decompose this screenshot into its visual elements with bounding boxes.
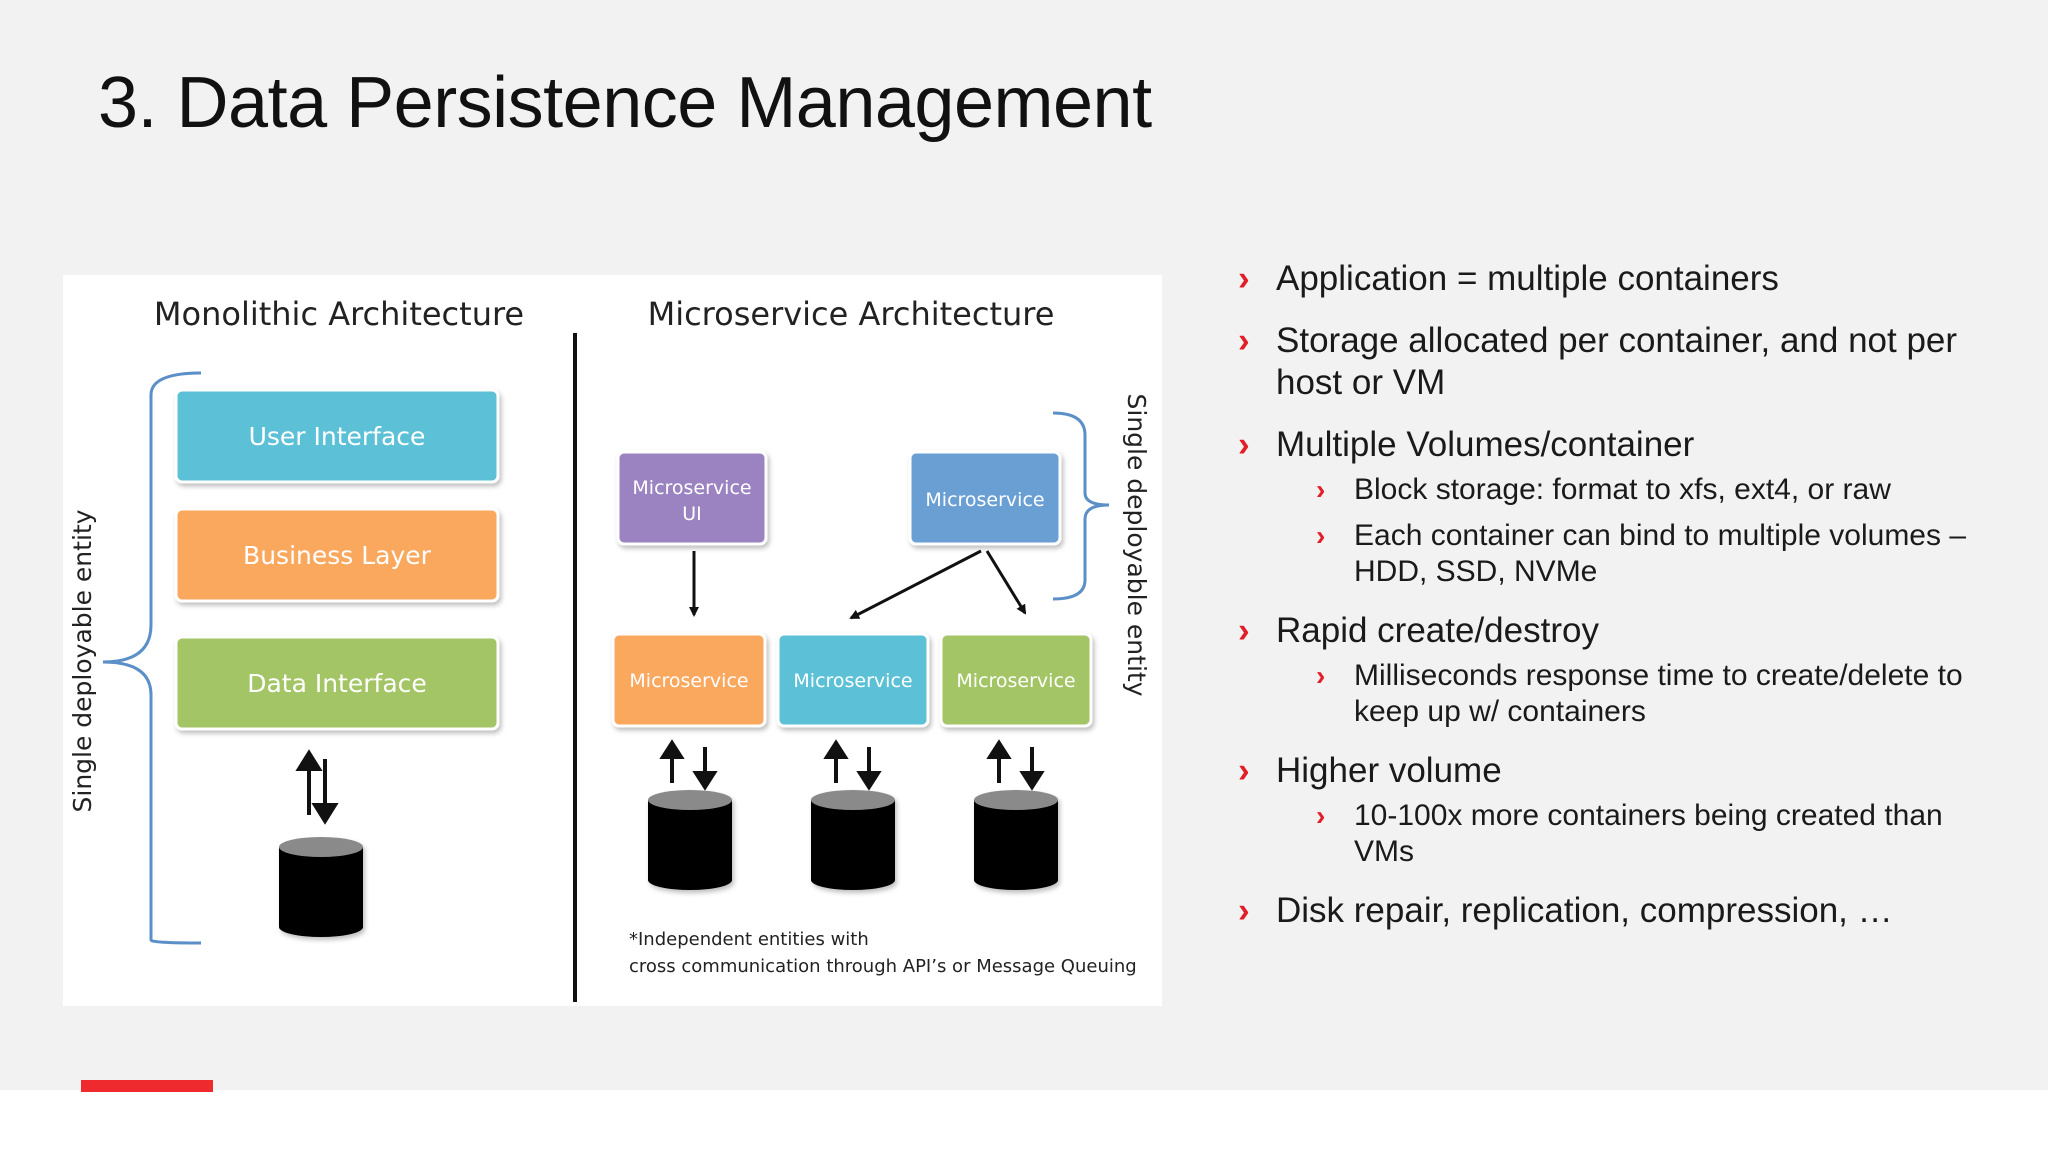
chevron-right-icon: › [1316,800,1326,831]
sync-arrows-icon [295,749,339,825]
user-interface-layer [174,388,500,484]
sub-bullet-item: › Milliseconds response time to create/d… [1316,658,1998,730]
microservice-ui-label-line2: UI [682,503,702,525]
chevron-right-icon: › [1238,425,1250,464]
monolithic-bracket [102,371,202,945]
chevron-right-icon: › [1238,611,1250,650]
sub-bullet-list: › Milliseconds response time to create/d… [1276,658,1998,730]
bullet-text: Higher volume [1276,751,1502,790]
sync-arrows-icon [659,739,1045,791]
bullet-text: Disk repair, replication, compression, … [1276,891,1893,930]
slide-title: 3. Data Persistence Management [98,63,1152,143]
microservice-ui-label-line1: Microservice [632,477,751,499]
sub-bullet-text: Block storage: format to xfs, ext4, or r… [1354,473,1891,506]
chevron-right-icon: › [1316,660,1326,691]
microservice-box-1 [611,632,767,728]
bullet-item: › Disk repair, replication, compression,… [1238,890,1998,932]
microservice-side-label: Single deployable entity [1122,394,1151,697]
sub-bullet-item: › 10-100x more containers being created … [1316,798,1998,870]
monolithic-heading: Monolithic Architecture [154,295,524,333]
chevron-right-icon: › [1316,474,1326,505]
microservice-bracket [1052,411,1110,601]
microservice-box-3-label: Microservice [956,670,1075,692]
microservice-heading: Microservice Architecture [648,295,1055,333]
database-icon [974,790,1058,890]
microservice-box-2 [776,632,930,728]
sub-bullet-item: › Block storage: format to xfs, ext4, or… [1316,472,1998,508]
sub-bullet-item: › Each container can bind to multiple vo… [1316,518,1998,590]
bullet-item: › Higher volume › 10-100x more container… [1238,750,1998,870]
microservice-ui-box [616,450,768,546]
monolithic-side-label: Single deployable entity [68,509,97,812]
bullet-text: Storage allocated per container, and not… [1276,321,1958,402]
chevron-right-icon: › [1238,321,1250,360]
bullet-item: › Storage allocated per container, and n… [1238,320,1998,404]
data-interface-label: Data Interface [247,669,427,698]
bullet-text: Application = multiple containers [1276,259,1779,298]
chevron-right-icon: › [1238,751,1250,790]
business-layer [174,507,500,603]
database-icon [811,790,895,890]
bullet-item: › Rapid create/destroy › Milliseconds re… [1238,610,1998,730]
chevron-right-icon: › [1238,259,1250,298]
sub-bullet-text: 10-100x more containers being created th… [1354,799,1943,868]
database-icon [279,837,363,937]
sub-bullet-text: Milliseconds response time to create/del… [1354,659,1963,728]
microservice-box-3 [939,632,1093,728]
bullet-text: Rapid create/destroy [1276,611,1599,650]
chevron-right-icon: › [1238,891,1250,930]
sub-bullet-list: › Block storage: format to xfs, ext4, or… [1276,472,1998,590]
footer-accent-bar [81,1080,213,1092]
data-interface-layer [174,635,500,731]
architecture-diagram-svg: Monolithic Architecture Single deployabl… [68,295,1151,1002]
connector-arrows [689,549,1027,620]
bullet-list: › Application = multiple containers › St… [1238,258,1998,952]
microservice-box-2-label: Microservice [793,670,912,692]
bullet-item: › Application = multiple containers [1238,258,1998,300]
sub-bullet-list: › 10-100x more containers being created … [1276,798,1998,870]
chevron-right-icon: › [1316,520,1326,551]
microservice-top-label: Microservice [925,489,1044,511]
user-interface-label: User Interface [249,422,426,451]
bullet-item: › Multiple Volumes/container › Block sto… [1238,424,1998,590]
microservice-footnote-line1: *Independent entities with [629,929,869,950]
microservice-footnote-line2: cross communication through API’s or Mes… [629,956,1137,977]
bullet-text: Multiple Volumes/container [1276,425,1695,464]
business-layer-label: Business Layer [243,541,432,570]
sub-bullet-text: Each container can bind to multiple volu… [1354,519,1967,588]
microservice-top-box [908,450,1062,546]
microservice-box-1-label: Microservice [629,670,748,692]
slide: 3. Data Persistence Management Monolithi… [0,0,2048,1090]
architecture-diagram: Monolithic Architecture Single deployabl… [63,275,1162,1006]
database-icon [648,790,732,890]
